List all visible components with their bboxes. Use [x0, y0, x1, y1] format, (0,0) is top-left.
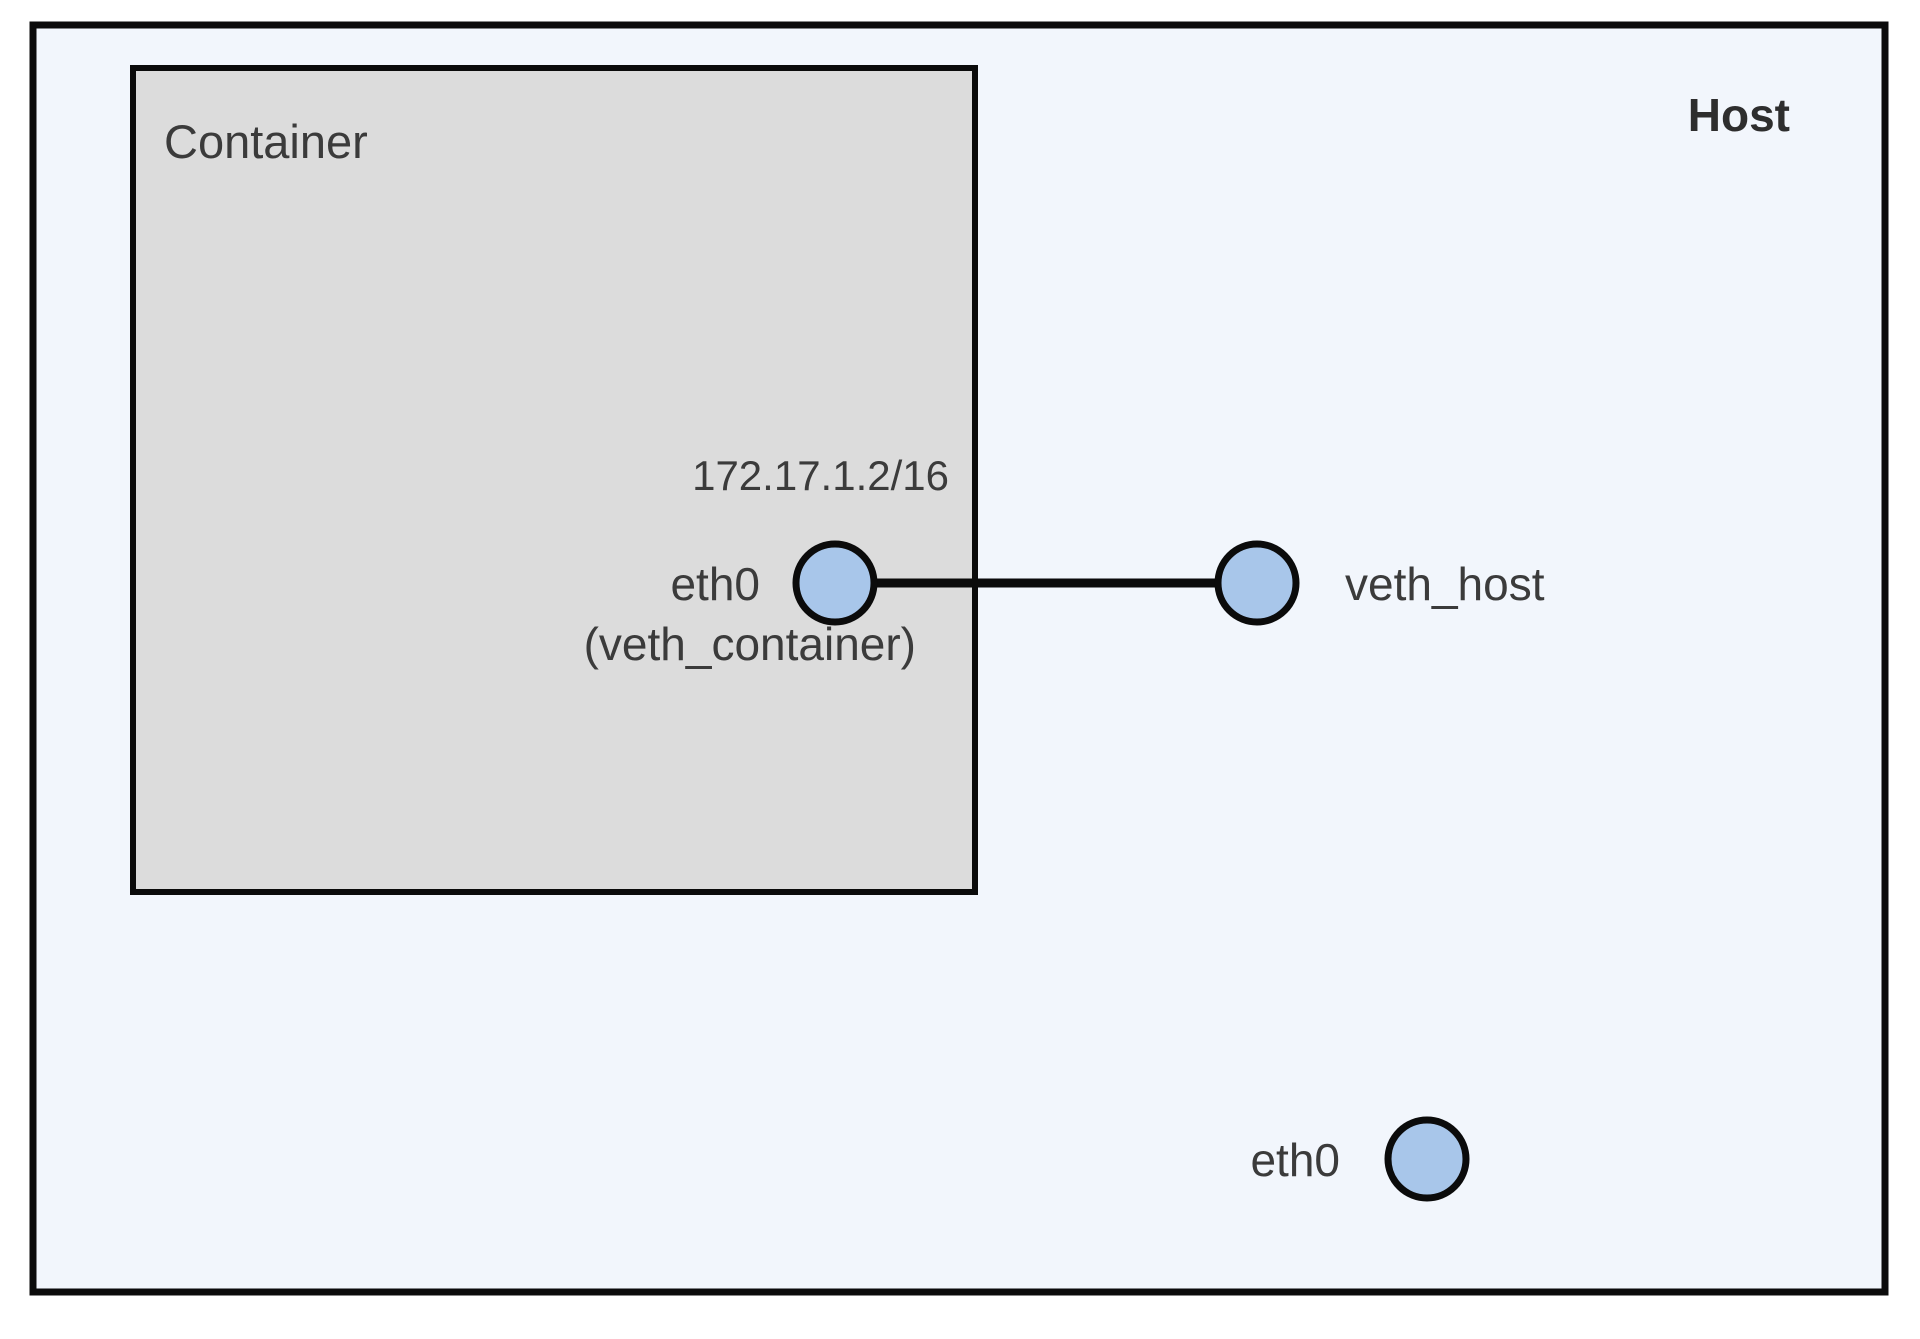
- veth-host-label: veth_host: [1345, 558, 1545, 610]
- container-boundary-box[interactable]: [130, 65, 978, 895]
- host-label: Host: [1688, 89, 1790, 141]
- veth-container-label-line2: (veth_container): [584, 618, 916, 670]
- veth-host-node[interactable]: [1214, 540, 1300, 626]
- veth-container-node[interactable]: [792, 540, 878, 626]
- host-eth0-node[interactable]: [1384, 1116, 1470, 1202]
- container-label: Container: [164, 115, 368, 168]
- container-ip-label: 172.17.1.2/16: [692, 452, 949, 499]
- host-eth0-label: eth0: [1250, 1134, 1340, 1186]
- veth-container-label-line1: eth0: [670, 558, 760, 610]
